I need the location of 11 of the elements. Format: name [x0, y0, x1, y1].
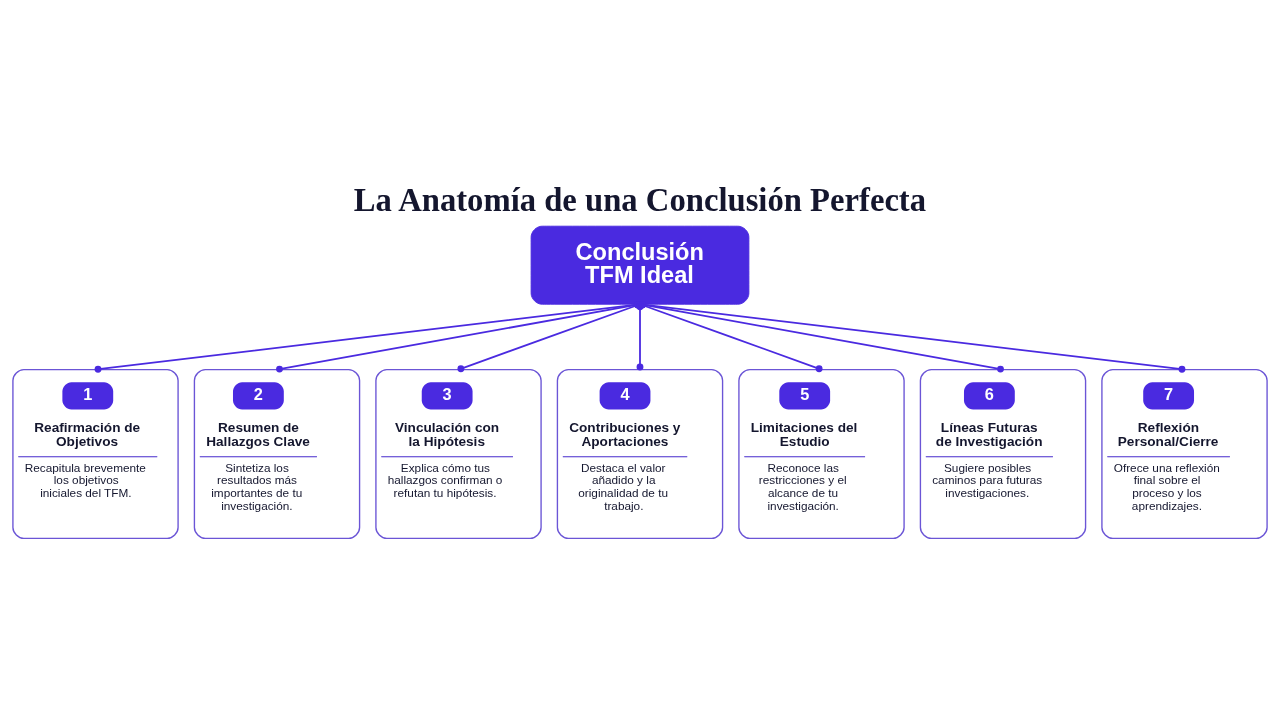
node-box: 4 Contribuciones y Aportaciones Destaca el valor añadido y la originalidad de tu trabajo. — [556, 368, 724, 539]
node-box: 1 Reafirmación de Objetivos Recapitula brevemente los objetivos iniciales del TFM. — [12, 368, 179, 539]
connector — [644, 303, 1186, 373]
node-box: 5 Limitaciones del Estudio Reconoce las restricciones y el alcance de tu investigación. — [738, 368, 905, 539]
node-box: 7 Reflexión Personal/Cierre Ofrece una reflexión final sobre el proceso y los aprendizajes. — [1101, 368, 1268, 539]
node-box: 3 Vinculación con la Hipótesis Explica cómo tus hallazgos confirman o refutan tu hipótesis. — [375, 368, 542, 539]
node-box: Conclusión TFM Ideal — [530, 225, 750, 305]
diagram-title: La Anatomía de una Conclusión Perfecta — [353, 181, 927, 218]
connector — [94, 303, 636, 373]
node-box: 2 Resumen de Hallazgos Clave Sintetiza los resultados más importantes de tu investigación. — [193, 368, 361, 539]
node-box: 6 Líneas Futuras de Investigación Sugiere posibles caminos para futuras investigaciones. — [919, 368, 1087, 539]
